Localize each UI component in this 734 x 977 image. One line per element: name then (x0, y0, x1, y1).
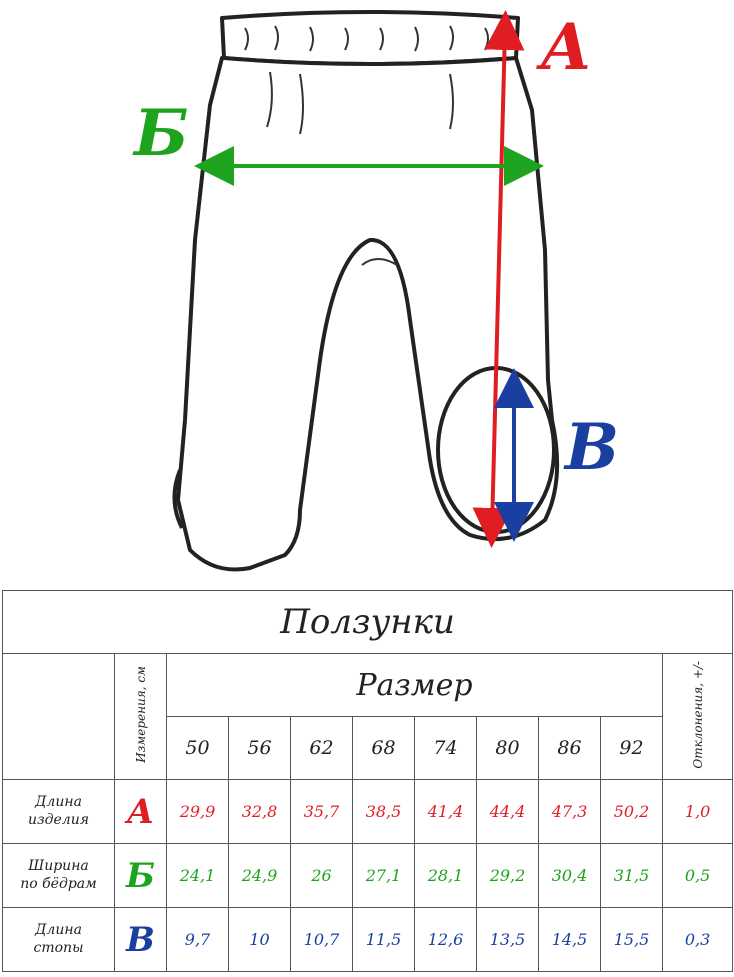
size-74: 74 (414, 716, 477, 780)
value-cell: 32,8 (228, 779, 291, 844)
value-cell: 35,7 (290, 779, 353, 844)
size-table: Ползунки Измерения, см Размер Отклонения… (1, 590, 734, 972)
row-label-line1: Длина (35, 922, 82, 938)
value-cell: 10,7 (290, 907, 353, 972)
marker-b: Б (134, 96, 189, 171)
value-cell: 38,5 (352, 779, 415, 844)
waistband-gathers (244, 25, 489, 266)
size-80: 80 (476, 716, 539, 780)
row-label: Длина изделия (2, 779, 115, 844)
value-cell: 24,1 (166, 843, 229, 908)
row-letter: Б (114, 843, 167, 908)
size-62: 62 (290, 716, 353, 780)
corner-cell (2, 653, 115, 780)
value-cell: 41,4 (414, 779, 477, 844)
value-cell: 29,2 (476, 843, 539, 908)
romper-diagram (172, 10, 560, 572)
deviation-cell: 0,5 (661, 843, 734, 908)
row-label-line1: Ширина (28, 858, 89, 874)
value-cell: 12,6 (414, 907, 477, 972)
value-cell: 31,5 (600, 843, 663, 908)
table-row-foot: Длина стопы В 9,7 10 10,7 11,5 12,6 13,5… (2, 907, 734, 972)
size-92: 92 (600, 716, 663, 780)
value-cell: 15,5 (600, 907, 663, 972)
deviation-cell: 1,0 (661, 779, 734, 844)
deviation-cell: 0,3 (661, 907, 734, 972)
row-letter: А (114, 779, 167, 844)
marker-a: А (540, 10, 593, 85)
value-cell: 13,5 (476, 907, 539, 972)
value-cell: 24,9 (228, 843, 291, 908)
value-cell: 9,7 (166, 907, 229, 972)
value-cell: 11,5 (352, 907, 415, 972)
value-cell: 29,9 (166, 779, 229, 844)
table-row-length: Длина изделия А 29,9 32,8 35,7 38,5 41,4… (2, 779, 734, 844)
size-50: 50 (166, 716, 229, 780)
row-letter: В (114, 907, 167, 972)
value-cell: 50,2 (600, 779, 663, 844)
size-86: 86 (538, 716, 601, 780)
marker-v: В (565, 410, 620, 485)
value-cell: 27,1 (352, 843, 415, 908)
row-label-line2: по бёдрам (20, 875, 97, 892)
deviation-header: Отклонения, +/- (690, 660, 705, 769)
row-label-line2: стопы (33, 939, 84, 956)
measure-header-cell: Измерения, см (114, 653, 167, 780)
measure-header: Измерения, см (133, 666, 148, 763)
value-cell: 30,4 (538, 843, 601, 908)
value-cell: 26 (290, 843, 353, 908)
deviation-header-cell: Отклонения, +/- (661, 653, 734, 780)
value-cell: 14,5 (538, 907, 601, 972)
table-row-width: Ширина по бёдрам Б 24,1 24,9 26 27,1 28,… (2, 843, 734, 908)
row-label: Ширина по бёдрам (2, 843, 115, 908)
row-label-line1: Длина (35, 794, 82, 810)
row-label-line2: изделия (27, 811, 89, 828)
size-56: 56 (228, 716, 291, 780)
row-label: Длина стопы (2, 907, 115, 972)
value-cell: 10 (228, 907, 291, 972)
size-68: 68 (352, 716, 415, 780)
value-cell: 28,1 (414, 843, 477, 908)
value-cell: 44,4 (476, 779, 539, 844)
table-title: Ползунки (1, 590, 734, 654)
size-header: Размер (166, 653, 663, 717)
value-cell: 47,3 (538, 779, 601, 844)
